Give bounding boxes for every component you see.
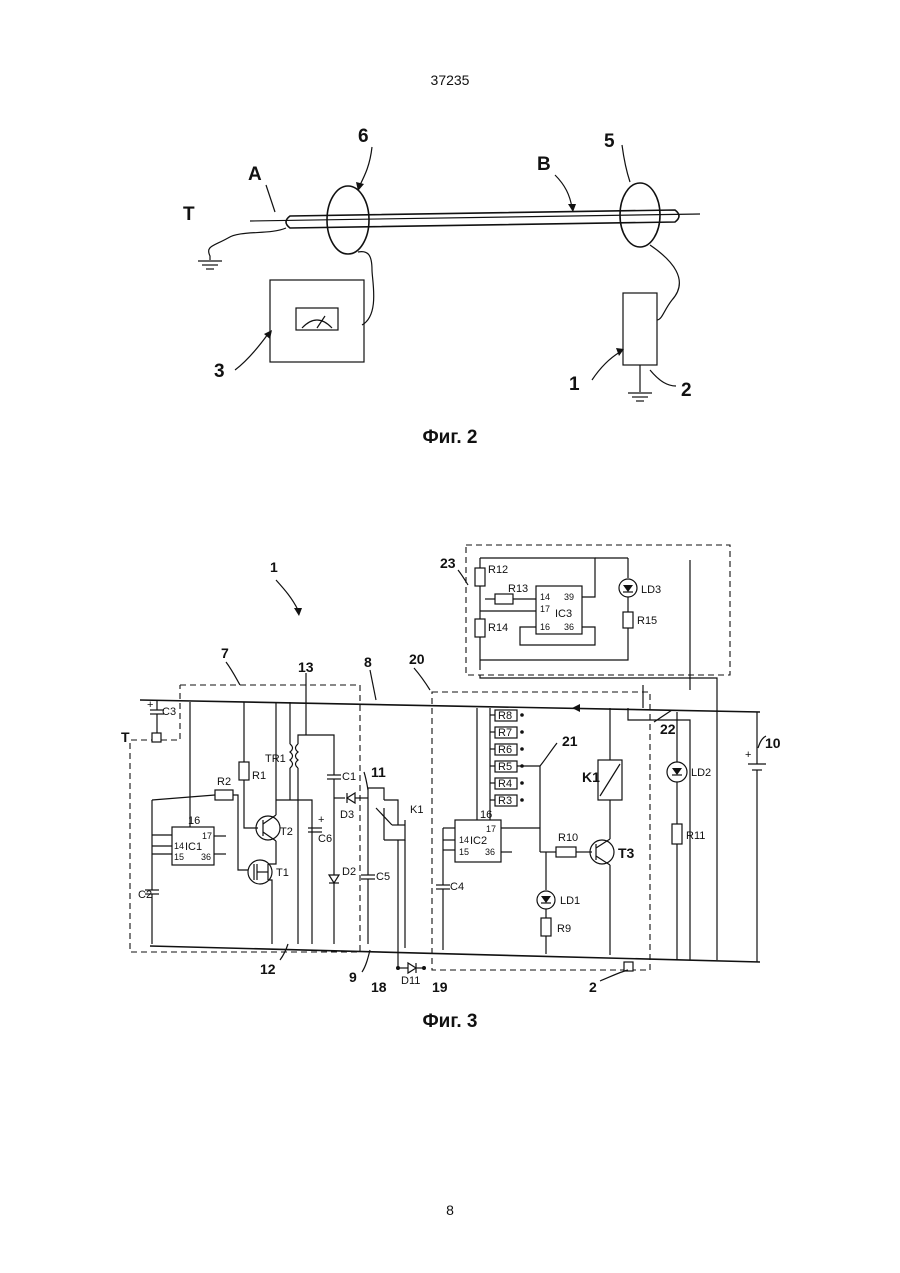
label-t-fig3: T bbox=[121, 729, 130, 745]
ic1-pin-17: 17 bbox=[202, 831, 212, 841]
label-c6: C6 bbox=[318, 833, 332, 845]
label-r10: R10 bbox=[558, 832, 578, 844]
label-b: B bbox=[537, 154, 551, 175]
label-1: 1 bbox=[569, 374, 580, 395]
label-t1: T1 bbox=[276, 867, 289, 879]
ground-symbol-t bbox=[198, 261, 222, 269]
ic3-pin-17: 17 bbox=[540, 604, 550, 614]
label-c1: C1 bbox=[342, 771, 356, 783]
label-6: 6 bbox=[358, 126, 369, 147]
label-c2: C2 bbox=[138, 889, 152, 901]
label-k1-contact: K1 bbox=[410, 804, 423, 816]
label-ld2: LD2 bbox=[691, 767, 711, 779]
label-c6-plus: + bbox=[318, 814, 324, 826]
label-c3-plus: + bbox=[147, 699, 153, 711]
label-1: 1 bbox=[270, 559, 278, 575]
label-18: 18 bbox=[371, 979, 387, 995]
ic1-pin-16: 16 bbox=[188, 815, 200, 827]
block-7: + C3 T 16 17 14 IC1 15 36 C2 R2 R1 bbox=[121, 699, 368, 944]
label-ld3: LD3 bbox=[641, 584, 661, 596]
label-r14: R14 bbox=[488, 622, 508, 634]
ic3-pin-36: 36 bbox=[564, 622, 574, 632]
ic3-pin-16: 16 bbox=[540, 622, 550, 632]
label-c5: C5 bbox=[376, 871, 390, 883]
label-21: 21 bbox=[562, 733, 578, 749]
ic2-pin-15: 15 bbox=[459, 847, 469, 857]
ic1-pin-15: 15 bbox=[174, 852, 184, 862]
label-10: 10 bbox=[765, 735, 781, 751]
label-r6: R6 bbox=[498, 744, 512, 756]
label-ic3: IC3 bbox=[555, 608, 572, 620]
label-t: T bbox=[183, 204, 195, 225]
label-c3: C3 bbox=[162, 706, 176, 718]
label-8: 8 bbox=[364, 654, 372, 670]
ic3-pin-39: 39 bbox=[564, 592, 574, 602]
label-r11: R11 bbox=[686, 830, 705, 842]
label-9: 9 bbox=[349, 969, 357, 985]
cable bbox=[250, 210, 700, 228]
page-number: 8 bbox=[0, 1202, 900, 1218]
label-a: A bbox=[248, 164, 262, 185]
label-19: 19 bbox=[432, 979, 448, 995]
label-ld1: LD1 bbox=[560, 895, 580, 907]
label-r3: R3 bbox=[498, 795, 512, 807]
label-d3: D3 bbox=[340, 809, 354, 821]
ic2-pin-16: 16 bbox=[480, 809, 492, 821]
figure-3: R12 R13 R14 LD3 R15 14 39 17 IC3 16 36 +… bbox=[0, 530, 900, 1010]
label-t2: T2 bbox=[280, 826, 293, 838]
label-r2: R2 bbox=[217, 776, 231, 788]
label-r8: R8 bbox=[498, 710, 512, 722]
document-number: 37235 bbox=[0, 72, 900, 88]
meter-device-3 bbox=[270, 280, 364, 362]
label-k1-coil: K1 bbox=[582, 769, 600, 785]
generator-device-1 bbox=[623, 293, 657, 365]
figure-3-caption: Фиг. 3 bbox=[0, 1011, 900, 1033]
ground-symbol-2 bbox=[628, 393, 652, 401]
ic1-pin-14: 14 bbox=[174, 841, 184, 851]
label-13: 13 bbox=[298, 659, 314, 675]
block-23: R12 R13 R14 LD3 R15 14 39 17 IC3 16 36 bbox=[475, 558, 661, 670]
label-2: 2 bbox=[681, 380, 692, 401]
label-20: 20 bbox=[409, 651, 425, 667]
label-5: 5 bbox=[604, 131, 615, 152]
ic3-pin-14: 14 bbox=[540, 592, 550, 602]
label-11: 11 bbox=[371, 764, 386, 780]
label-r12: R12 bbox=[488, 564, 508, 576]
label-r5: R5 bbox=[498, 761, 512, 773]
label-22: 22 bbox=[660, 721, 676, 737]
label-d2: D2 bbox=[342, 866, 356, 878]
label-r9: R9 bbox=[557, 923, 571, 935]
label-r7: R7 bbox=[498, 727, 512, 739]
block-20: R8 R7 R6 R5 R4 R3 16 17 14 IC2 15 36 C4 … bbox=[436, 708, 635, 971]
label-23: 23 bbox=[440, 555, 456, 571]
label-12: 12 bbox=[260, 961, 276, 977]
label-ic1: IC1 bbox=[185, 841, 202, 853]
label-r13: R13 bbox=[508, 583, 528, 595]
label-d11: D11 bbox=[401, 975, 420, 987]
label-c4: C4 bbox=[450, 881, 464, 893]
ic2-pin-14: 14 bbox=[459, 835, 469, 845]
ic1-pin-36: 36 bbox=[201, 852, 211, 862]
figure-2-caption: Фиг. 2 bbox=[0, 427, 900, 449]
ic2-pin-17: 17 bbox=[486, 824, 496, 834]
block-7-outline bbox=[130, 685, 360, 952]
label-7: 7 bbox=[221, 645, 229, 661]
figure-2: A B T 6 5 3 1 2 bbox=[0, 120, 900, 420]
label-ic2: IC2 bbox=[470, 835, 487, 847]
label-r4: R4 bbox=[498, 778, 512, 790]
label-3: 3 bbox=[214, 361, 225, 382]
label-t3: T3 bbox=[618, 845, 635, 861]
label-r15: R15 bbox=[637, 615, 657, 627]
label-2: 2 bbox=[589, 979, 597, 995]
label-battery-plus: + bbox=[745, 749, 751, 761]
label-r1: R1 bbox=[252, 770, 266, 782]
relay-contact-section: C5 K1 D11 bbox=[361, 788, 426, 987]
ic2-pin-36: 36 bbox=[485, 847, 495, 857]
label-tr1: TR1 bbox=[265, 753, 286, 765]
